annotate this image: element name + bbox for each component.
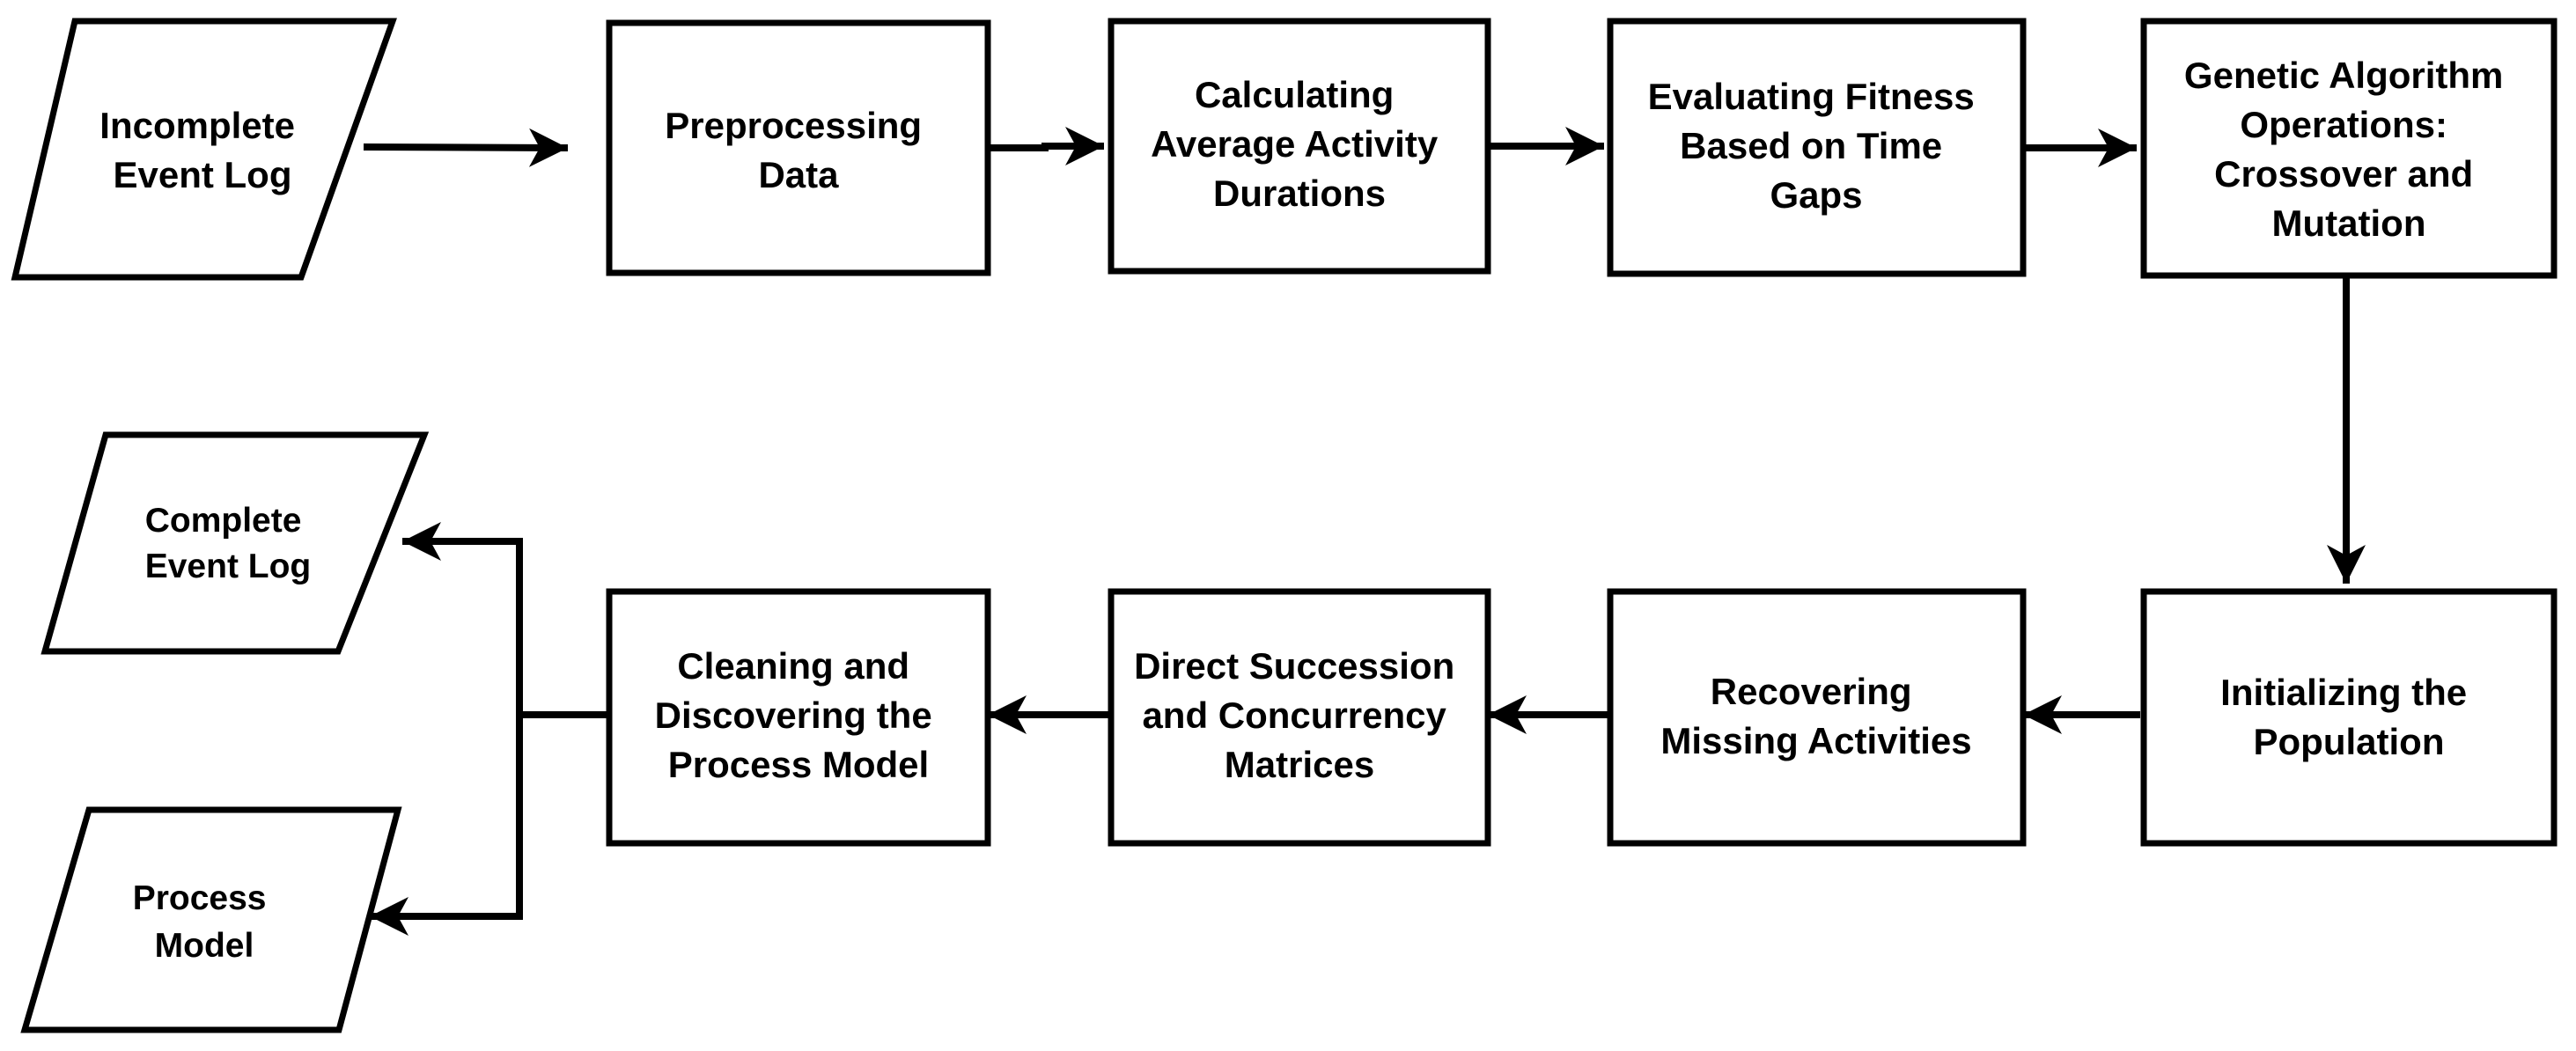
process-box [1607,588,2027,847]
node-cleaning-discovering-model: Cleaning and Discovering the Process Mod… [606,588,991,847]
process-box [2140,588,2558,847]
node-genetic-algorithm-operations: Genetic Algorithm Operations: Crossover … [2140,18,2558,279]
label-line: Operations: [2240,104,2447,145]
label-line: Matrices [1225,744,1374,785]
node-preprocessing-data: Preprocessing Data [606,19,991,276]
label-line: Initializing the [2220,672,2467,713]
label-line: Cleaning and [677,645,909,687]
node-complete-event-log: Complete Event Log [40,431,430,655]
node-label: Direct Succession and Concurrency Matric… [1134,645,1465,785]
label-line: Process Model [668,744,929,785]
label-line: Calculating [1195,74,1394,115]
node-label: Preprocessing Data [665,105,931,195]
label-line: Process [133,879,267,917]
node-recovering-missing-activities: Recovering Missing Activities [1607,588,2027,847]
label-line: Population [2254,721,2445,762]
node-process-model: Process Model [20,806,402,1033]
label-line: Complete [145,502,302,540]
process-box [606,19,991,276]
label-line: Gaps [1770,174,1862,216]
label-line: Event Log [145,548,312,585]
node-label: Incomplete Event Log [99,105,305,195]
label-line: Event Log [113,154,291,195]
process-box [606,588,991,847]
node-label: Evaluating Fitness Based on Time Gaps [1648,76,1985,216]
process-box [2140,18,2558,279]
label-line: Genetic Algorithm [2184,55,2503,96]
label-line: Durations [1213,173,1386,214]
node-label: Process Model [133,879,276,965]
process-box [1607,18,2027,277]
node-label: Recovering Missing Activities [1660,671,1971,761]
label-line: Evaluating Fitness [1648,76,1975,117]
edge-incomplete-to-preprocessing [363,128,569,167]
node-succession-concurrency-matrices: Direct Succession and Concurrency Matric… [1108,588,1491,847]
output-parallelogram [40,431,430,655]
node-label: Calculating Average Activity Durations [1151,74,1448,214]
node-label: Genetic Algorithm Operations: Crossover … [2184,55,2513,244]
edges [363,127,2366,936]
label-line: Mutation [2272,202,2426,244]
node-label: Initializing the Population [2220,672,2477,762]
edge-preprocessing-to-avg-durations [988,127,1104,165]
label-line: Discovering the [655,695,932,736]
label-line: Based on Time [1680,125,1942,166]
label-line: Recovering [1711,671,1912,712]
label-line: Incomplete [99,105,295,146]
label-line: Direct Succession [1134,645,1454,687]
node-evaluating-fitness: Evaluating Fitness Based on Time Gaps [1607,18,2027,277]
node-calculating-average-durations: Calculating Average Activity Durations [1108,18,1491,275]
input-parallelogram [11,18,397,281]
label-line: Average Activity [1151,123,1439,165]
process-box [1108,18,1491,275]
edge-branch-to-complete-log [402,522,523,715]
label-line: Missing Activities [1660,720,1971,761]
label-line: Model [155,927,254,965]
node-label: Cleaning and Discovering the Process Mod… [655,645,943,785]
process-box [1108,588,1491,847]
label-line: Data [758,154,839,195]
output-parallelogram [20,806,402,1033]
label-line: Crossover and [2214,153,2473,195]
label-line: Preprocessing [665,105,922,146]
edge-branch-to-process-model [370,715,523,936]
node-incomplete-event-log: Incomplete Event Log [11,18,397,281]
node-initializing-population: Initializing the Population [2140,588,2558,847]
label-line: and Concurrency [1142,695,1446,736]
node-label: Complete Event Log [145,502,312,585]
